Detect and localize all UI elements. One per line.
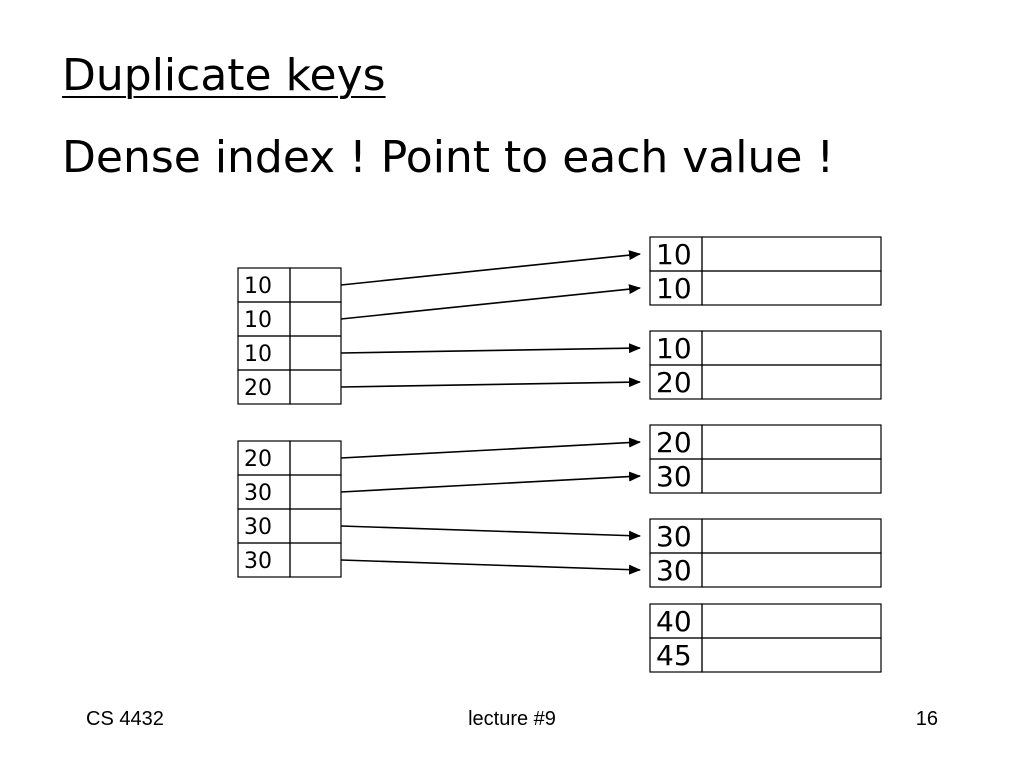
slide-subtitle: Dense index ! Point to each value !: [62, 132, 835, 183]
pointer-arrow: [340, 284, 641, 320]
pointer-arrow: [340, 437, 641, 459]
index-key-label: 10: [244, 274, 272, 299]
pointer-arrow: [340, 559, 641, 575]
index-block: 10 10 10 20: [237, 267, 342, 405]
data-pointer-cell: [701, 364, 882, 400]
index-pointer-cell: [289, 440, 342, 476]
pointer-arrows: [340, 250, 641, 575]
index-pointer-cell: [289, 267, 342, 303]
data-key-label: 30: [656, 520, 692, 553]
index-key-label: 30: [244, 481, 272, 506]
index-key-label: 10: [244, 342, 272, 367]
index-pointer-cell: [289, 474, 342, 510]
data-key-label: 30: [656, 554, 692, 587]
data-pointer-cell: [701, 518, 882, 554]
pointer-arrow: [340, 343, 641, 354]
pointer-arrow: [340, 471, 641, 493]
data-pointer-cell: [701, 424, 882, 460]
data-key-label: 20: [656, 426, 692, 459]
index-pointer-cell: [289, 508, 342, 544]
data-key-label: 40: [656, 605, 692, 638]
data-pointer-cell: [701, 637, 882, 673]
data-key-label: 10: [656, 332, 692, 365]
index-pointer-cell: [289, 369, 342, 405]
data-key-label: 45: [656, 639, 692, 672]
index-pointer-cell: [289, 301, 342, 337]
data-pointer-cell: [701, 458, 882, 494]
pointer-arrow: [340, 377, 641, 388]
pointer-arrow: [340, 250, 641, 286]
data-key-label: 10: [656, 272, 692, 305]
index-pointer-cell: [289, 542, 342, 578]
index-block: 20 30 30 30: [237, 440, 342, 578]
index-key-label: 20: [244, 376, 272, 401]
footer-lecture: lecture #9: [468, 708, 556, 730]
data-pointer-cell: [701, 603, 882, 639]
index-blocks: 10 10 10 20 20 30 30 30: [237, 267, 342, 578]
index-key-label: 20: [244, 447, 272, 472]
pointer-arrow: [340, 525, 641, 541]
footer-course: CS 4432: [86, 708, 164, 730]
data-key-label: 20: [656, 366, 692, 399]
data-pointer-cell: [701, 270, 882, 306]
index-key-label: 30: [244, 549, 272, 574]
index-pointer-cell: [289, 335, 342, 371]
data-key-label: 30: [656, 460, 692, 493]
slide-title: Duplicate keys: [62, 50, 386, 101]
data-pointer-cell: [701, 552, 882, 588]
data-key-label: 10: [656, 238, 692, 271]
footer-page-number: 16: [915, 708, 938, 730]
index-key-label: 10: [244, 308, 272, 333]
index-key-label: 30: [244, 515, 272, 540]
data-pointer-cell: [701, 330, 882, 366]
data-pointer-cell: [701, 236, 882, 272]
